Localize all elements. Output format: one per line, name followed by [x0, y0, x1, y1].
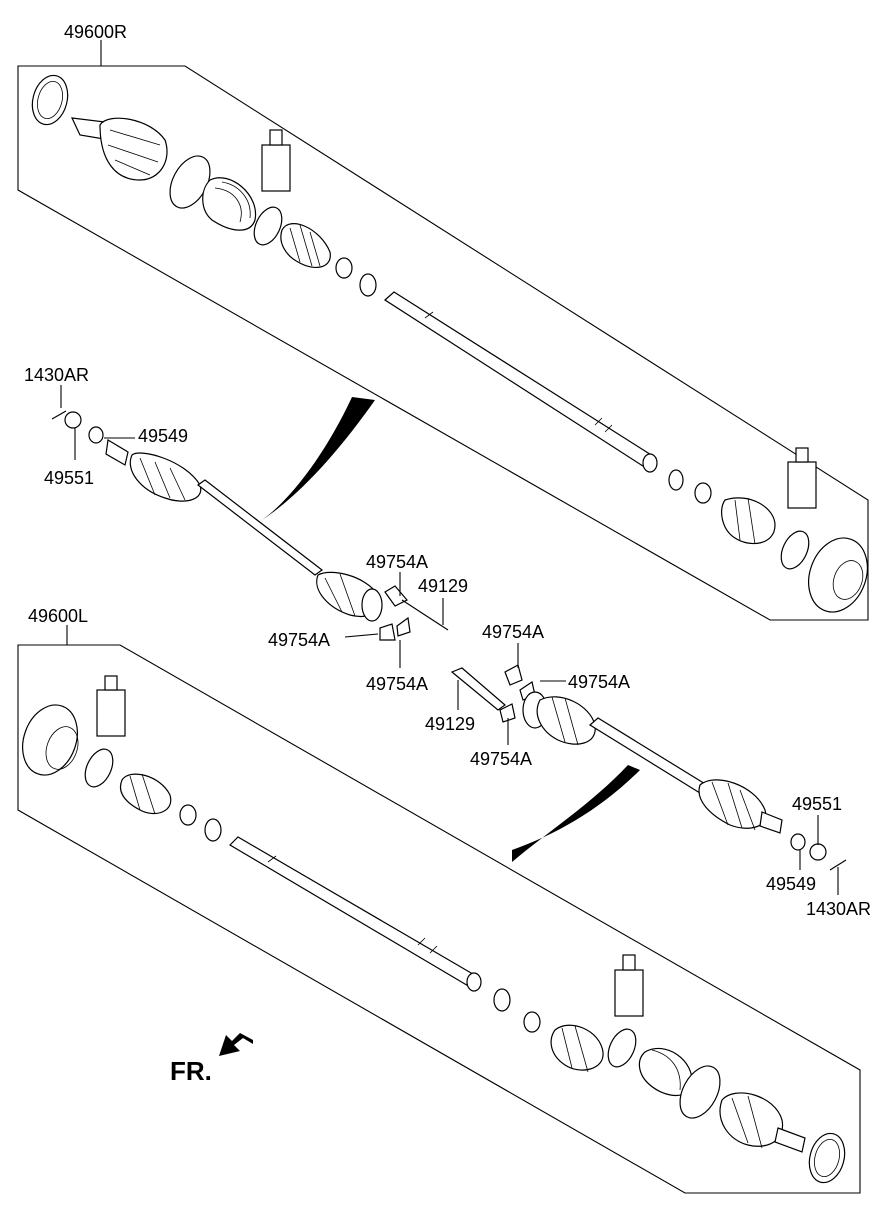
clamp-upper-1 — [253, 206, 283, 246]
inner-joint-center-2 — [522, 691, 596, 746]
clamp-upper-2 — [780, 530, 810, 570]
washer-upper-part — [88, 426, 104, 444]
shaft-lower — [229, 836, 482, 992]
nut-lower-part — [809, 843, 827, 861]
bolt-upper-part — [401, 599, 449, 631]
boot-upper-1 — [202, 177, 257, 231]
curve-indicator-upper — [262, 397, 375, 520]
assy-left-label: 49600L — [28, 606, 88, 626]
inner-joint-center-1 — [316, 571, 383, 622]
snap-ring-upper-2 — [668, 469, 684, 491]
shaft-upper — [384, 291, 658, 473]
lower-assembly-panel — [17, 625, 861, 1194]
assy-right-label: 49600R — [64, 22, 127, 42]
clip-label-3: 49754A — [366, 674, 428, 694]
bolt-lower-label: 49129 — [425, 714, 475, 734]
tone-ring-upper — [31, 74, 69, 126]
pin-upper-label: 1430AR — [24, 365, 89, 385]
snap-ring-upper-1 — [359, 273, 377, 297]
bolt-lower-part — [450, 667, 506, 711]
band-upper-1 — [335, 257, 353, 279]
snap-ring-lower-2 — [493, 988, 511, 1012]
clip-part-3 — [396, 616, 411, 637]
boot-upper-3 — [721, 497, 776, 545]
upper-assembly-panel — [17, 40, 869, 621]
band-lower-1 — [179, 804, 197, 826]
washer-upper-label: 49549 — [138, 426, 188, 446]
center-driveshaft — [51, 397, 847, 871]
grease-tube-lower-1 — [96, 675, 126, 737]
shaft-center-1 — [196, 479, 324, 576]
clip-label-1: 49754A — [366, 552, 428, 572]
boot-lower-1 — [119, 773, 172, 815]
outer-joint-center-1 — [105, 439, 202, 502]
clip-label-5: 49754A — [568, 672, 630, 692]
boot-upper-2 — [280, 223, 331, 269]
nut-lower-label: 49551 — [792, 794, 842, 814]
nut-upper-part — [64, 411, 82, 429]
clip-part-6 — [499, 703, 516, 723]
washer-lower-part — [790, 833, 806, 851]
grease-tube-upper-2 — [787, 447, 817, 509]
cotter-pin-lower — [829, 859, 847, 871]
clip-part-1 — [384, 585, 408, 607]
clip-label-6: 49754A — [470, 749, 532, 769]
tone-ring-lower — [808, 1132, 846, 1184]
band-lower-2 — [523, 1011, 541, 1033]
front-indicator-label: FR. — [170, 1056, 212, 1086]
cotter-pin-upper — [51, 410, 67, 420]
clip-label-4: 49754A — [482, 622, 544, 642]
outer-cv-joint-lower — [719, 1092, 806, 1153]
pin-lower-label: 1430AR — [806, 899, 871, 919]
washer-lower-label: 49549 — [766, 874, 816, 894]
curve-indicator-lower — [512, 765, 640, 862]
clip-part-4 — [504, 664, 523, 686]
outer-joint-center-2 — [698, 779, 783, 834]
nut-upper-label: 49551 — [44, 468, 94, 488]
part-labels: 49600R 49600L 1430AR 49549 49551 49754A … — [24, 22, 871, 919]
clip-label-2: 49754A — [268, 630, 330, 650]
inner-cv-joint-upper — [808, 537, 868, 613]
inner-cv-joint-lower — [22, 704, 79, 776]
snap-ring-lower-1 — [204, 818, 222, 842]
clamp-lower-1 — [84, 748, 114, 788]
o-ring-lower-1 — [679, 1065, 721, 1119]
arrow-down-left-icon — [219, 1033, 253, 1056]
outer-cv-joint-upper — [70, 117, 168, 181]
bolt-upper-label: 49129 — [418, 576, 468, 596]
leader-lines — [60, 385, 839, 895]
grease-tube-lower-2 — [614, 954, 644, 1017]
band-upper-2 — [694, 482, 712, 504]
boot-lower-2 — [550, 1024, 604, 1073]
clip-part-2 — [379, 623, 396, 641]
clamp-lower-2 — [607, 1028, 637, 1068]
grease-tube-upper-1 — [261, 129, 291, 192]
front-indicator: FR. — [170, 1033, 253, 1086]
